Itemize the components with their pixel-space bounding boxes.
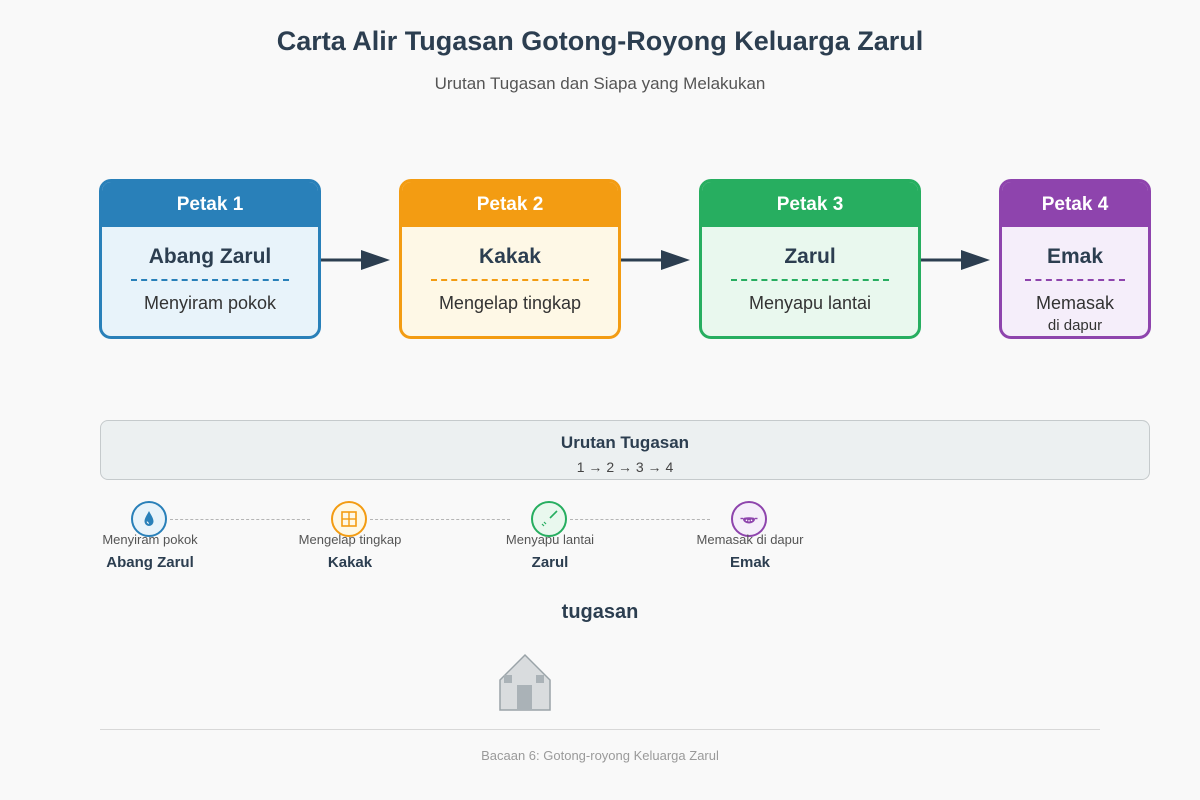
step-card-3: Petak 3 Zarul Menyapu lantai (699, 179, 921, 339)
step-task-detail: di dapur (1047, 317, 1103, 334)
cooking-pot-icon (731, 501, 767, 537)
step-card-header: Petak 4 (1002, 182, 1148, 227)
flow-arrow-2 (621, 250, 690, 270)
page-title: Carta Alir Tugasan Gotong-Royong Keluarg… (276, 26, 924, 56)
step-task: Menyapu lantai (748, 293, 872, 313)
timeline-person-label: Kakak (327, 554, 373, 571)
footer-caption: Bacaan 6: Gotong-royong Keluarga Zarul (481, 748, 719, 763)
flow-arrow-3 (921, 250, 990, 270)
order-summary-box: Urutan Tugasan 1 → 2 → 3 → 4 (100, 420, 1150, 480)
step-card-header: Petak 1 (102, 182, 318, 227)
water-drop-icon (131, 501, 167, 537)
timeline-person-label: Zarul (531, 554, 569, 571)
timeline-connector (370, 519, 510, 520)
step-card-1: Petak 1 Abang Zarul Menyiram pokok (99, 179, 321, 339)
footer-divider (100, 729, 1100, 730)
step-card-header: Petak 3 (702, 182, 918, 227)
step-divider (431, 279, 589, 281)
timeline-person-label: Abang Zarul (106, 554, 194, 571)
house-icon (499, 653, 551, 711)
order-title: Urutan Tugasan (560, 433, 690, 452)
step-card-4: Petak 4 Emak Memasak di dapur (999, 179, 1151, 339)
step-divider (731, 279, 889, 281)
timeline-task-label: Mengelap tingkap (298, 532, 402, 547)
step-task: Memasak (1035, 293, 1115, 313)
timeline-connector (170, 519, 310, 520)
step-divider (131, 279, 289, 281)
step-divider (1025, 279, 1125, 281)
step-person: Zarul (784, 245, 836, 268)
order-sequence: 1 → 2 → 3 → 4 (576, 459, 674, 475)
step-card-header: Petak 2 (402, 182, 618, 227)
step-person: Kakak (479, 245, 541, 268)
timeline-task-label: Memasak di dapur (696, 532, 804, 547)
step-person: Abang Zarul (148, 245, 272, 268)
timeline-task-label: Menyiram pokok (102, 532, 198, 547)
window-icon (331, 501, 367, 537)
timeline-person-label: Emak (729, 554, 771, 571)
timeline-task-label: Menyapu lantai (505, 532, 595, 547)
timeline-connector (570, 519, 710, 520)
tugasan-label: tugasan (561, 601, 639, 623)
step-task: Menyiram pokok (143, 293, 277, 313)
broom-icon (531, 501, 567, 537)
step-card-2: Petak 2 Kakak Mengelap tingkap (399, 179, 621, 339)
flow-arrow-1 (321, 250, 390, 270)
page-subtitle: Urutan Tugasan dan Siapa yang Melakukan (434, 74, 766, 93)
step-person: Emak (1046, 245, 1104, 268)
step-task: Mengelap tingkap (438, 293, 582, 313)
